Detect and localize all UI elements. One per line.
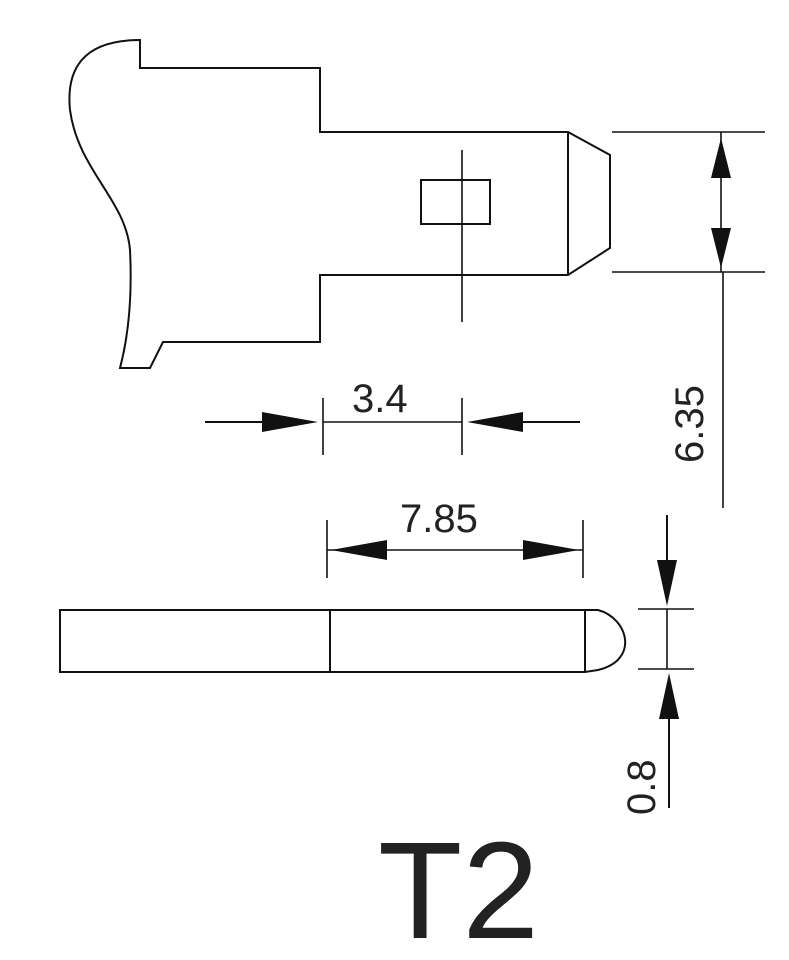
dim-label-tab-width: 6.35 [668,385,712,463]
arrow-left-icon [331,540,387,560]
arrow-right-icon [262,412,318,432]
dim-label-tab-thickness: 0.8 [620,759,664,815]
arrow-down-icon [711,228,731,268]
arrow-up-icon [659,673,679,719]
arrow-up-icon [711,138,731,178]
tab-hole [420,179,491,225]
arrow-right-icon [523,540,579,560]
dimension-tab-length: 7.85 [326,497,584,578]
dimension-tab-thickness: 0.8 [620,515,694,815]
dimension-tab-width: 6.35 [612,131,765,508]
arrow-down-icon [657,560,677,606]
terminal-outline [68,38,611,369]
terminal-side-view [59,609,627,673]
dim-label-hole-offset: 3.4 [352,377,408,421]
terminal-top-view [68,38,611,369]
dimension-hole-offset: 3.4 [205,377,580,455]
arrow-left-icon [467,412,523,432]
diagram-title: T2 [378,814,539,960]
side-outline [59,609,627,673]
dim-label-tab-length: 7.85 [400,497,478,541]
